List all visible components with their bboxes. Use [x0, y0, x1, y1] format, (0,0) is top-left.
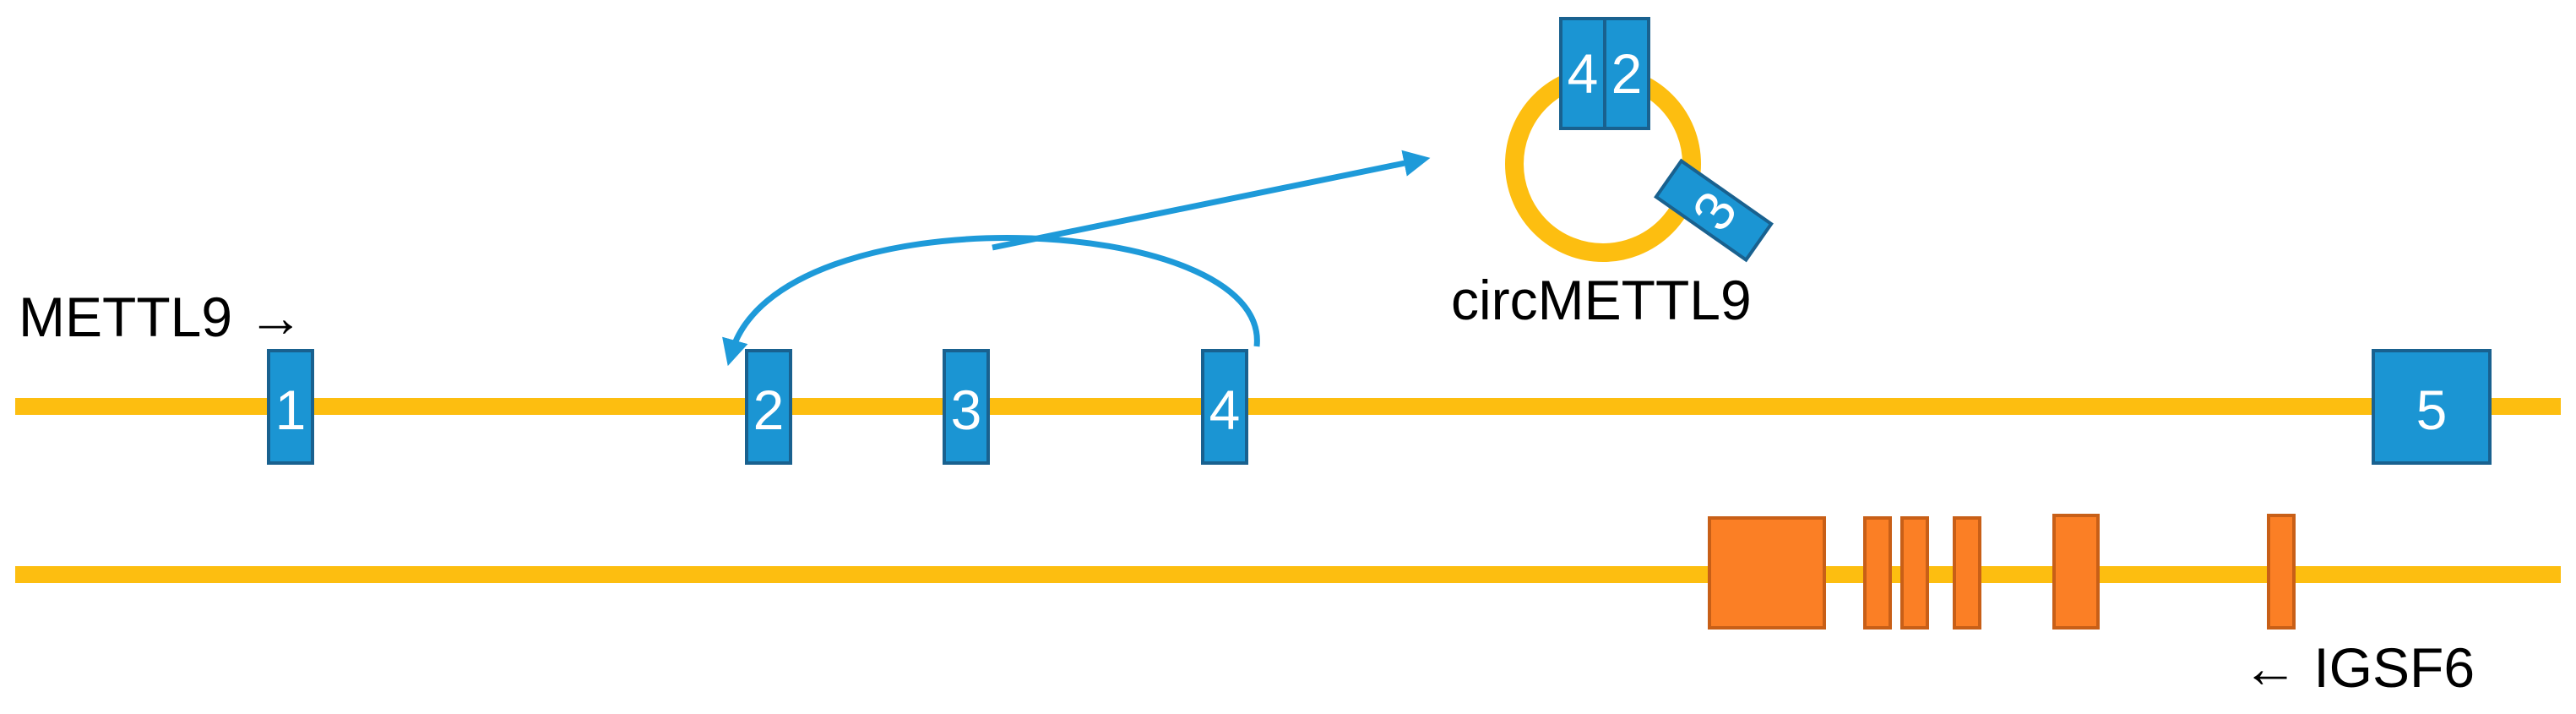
exon-number: 4	[1568, 42, 1599, 105]
circrna-exon-4: 4	[1559, 17, 1606, 130]
exon-number: 1	[275, 379, 307, 441]
mettl9-exon-3: 3	[943, 349, 990, 465]
mettl9-exon-2: 2	[745, 349, 792, 465]
exon-number: 5	[2416, 379, 2448, 441]
mettl9-exon-5: 5	[2372, 349, 2492, 465]
igsf6-exon	[1900, 516, 1929, 630]
mettl9-exon-4: 4	[1201, 349, 1248, 465]
mettl9-strand	[15, 398, 2561, 415]
igsf6-exon	[2267, 514, 2296, 630]
backsplice-arrow-icon	[722, 235, 1260, 367]
igsf6-exon	[1863, 516, 1892, 630]
circrna: 4 2 3	[1505, 17, 1774, 263]
exon-number: 4	[1209, 379, 1241, 441]
igsf6-exon	[1708, 516, 1826, 630]
igsf6-exon	[2052, 514, 2100, 630]
circrna-exon-3: 3	[1654, 158, 1774, 263]
mettl9-gene-label: METTL9 →	[19, 286, 303, 348]
mettl9-exon-1: 1	[267, 349, 314, 465]
exon-number: 2	[1611, 42, 1643, 105]
exon-number: 3	[951, 379, 982, 441]
igsf6-gene-label: ← IGSF6	[2242, 636, 2475, 699]
igsf6-strand	[15, 566, 2561, 583]
igsf6-exon	[1953, 516, 1981, 630]
circrna-exon-2: 2	[1603, 17, 1650, 130]
exon-number: 2	[753, 379, 785, 441]
output-arrow-icon	[992, 150, 1431, 251]
circrna-label: circMETTL9	[1451, 269, 1752, 331]
